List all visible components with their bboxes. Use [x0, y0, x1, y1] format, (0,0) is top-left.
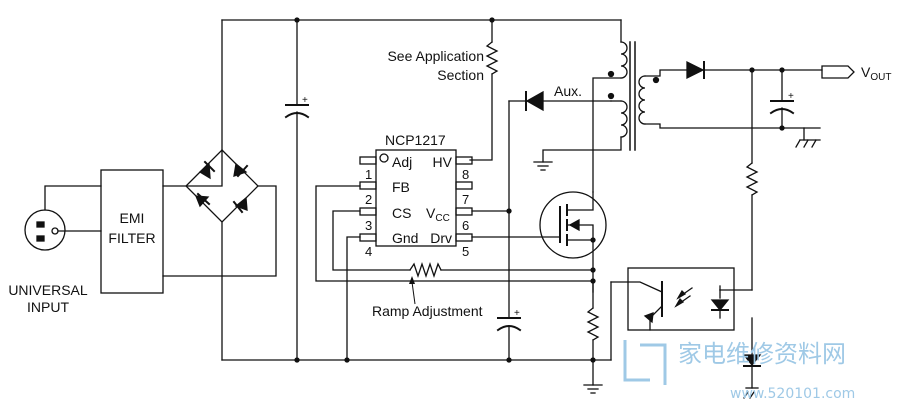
ramp-adjustment-label: Ramp Adjustment — [372, 303, 483, 319]
universal-label: UNIVERSAL — [8, 282, 88, 298]
fb-wire — [315, 185, 594, 282]
watermark-logo-icon — [623, 340, 667, 385]
input-label: INPUT — [27, 299, 69, 315]
aux-diode — [508, 90, 612, 112]
watermark-chinese-text: 家电维修资料网 — [678, 340, 846, 368]
ic-body — [359, 149, 473, 247]
watermark-url-text: www.520101.com — [730, 386, 855, 402]
pin-number-1: 1 — [365, 167, 372, 182]
bulk-cap-plus-label: + — [302, 95, 308, 106]
pin-number-4: 4 — [365, 244, 372, 259]
ac-plug-symbol — [24, 209, 66, 251]
out-cap-plus-label: + — [788, 91, 794, 102]
pin-number-5: 5 — [462, 244, 469, 259]
ic-name-label: NCP1217 — [385, 132, 446, 148]
mosfet — [539, 191, 607, 293]
section-label: Section — [437, 67, 484, 83]
bridge-rectifier — [185, 19, 259, 361]
optocoupler — [610, 267, 735, 361]
see-application-label: See Application — [387, 48, 484, 64]
pin-name-cs: CS — [392, 205, 411, 221]
pin-name-adj: Adj — [392, 154, 412, 170]
vcc-wire — [471, 100, 522, 361]
ramp-leader-line — [411, 281, 416, 305]
shunt-regulator — [742, 317, 762, 399]
pin-name-vcc: VCC — [426, 205, 450, 224]
vcc-cap-plus-label: + — [514, 308, 520, 319]
pin-number-2: 2 — [365, 192, 372, 207]
vout-connector — [821, 65, 855, 79]
ramp-arrow-icon — [409, 276, 415, 284]
watermark: 家电维修资料网 www.520101.com — [623, 340, 855, 402]
output-capacitor — [769, 69, 821, 148]
gnd-wire — [346, 236, 361, 361]
emi-label-line1: EMI — [120, 210, 145, 226]
emi-filter-box — [100, 169, 164, 294]
pin-number-7: 7 — [462, 192, 469, 207]
feedback-resistor — [719, 69, 759, 291]
aux-label: Aux. — [554, 83, 582, 99]
emi-label-line2: FILTER — [108, 230, 155, 246]
hv-resistor — [469, 19, 499, 161]
hv-rails — [221, 17, 622, 363]
pin-number-8: 8 — [462, 167, 469, 182]
pin-name-hv: HV — [433, 154, 453, 170]
input-wires — [44, 185, 102, 232]
pin-number-3: 3 — [365, 218, 372, 233]
transformer — [533, 19, 821, 193]
sense-resistor — [583, 280, 603, 394]
pin-name-gnd: Gnd — [392, 230, 418, 246]
output-diode — [686, 60, 823, 80]
pin-name-drv: Drv — [430, 230, 452, 246]
vout-label: VOUT — [861, 64, 891, 83]
bulk-capacitor — [284, 19, 310, 361]
pin-name-fb: FB — [392, 179, 410, 195]
cs-wire — [332, 210, 594, 279]
emi-output-wires — [162, 149, 277, 277]
pin-number-6: 6 — [462, 218, 469, 233]
